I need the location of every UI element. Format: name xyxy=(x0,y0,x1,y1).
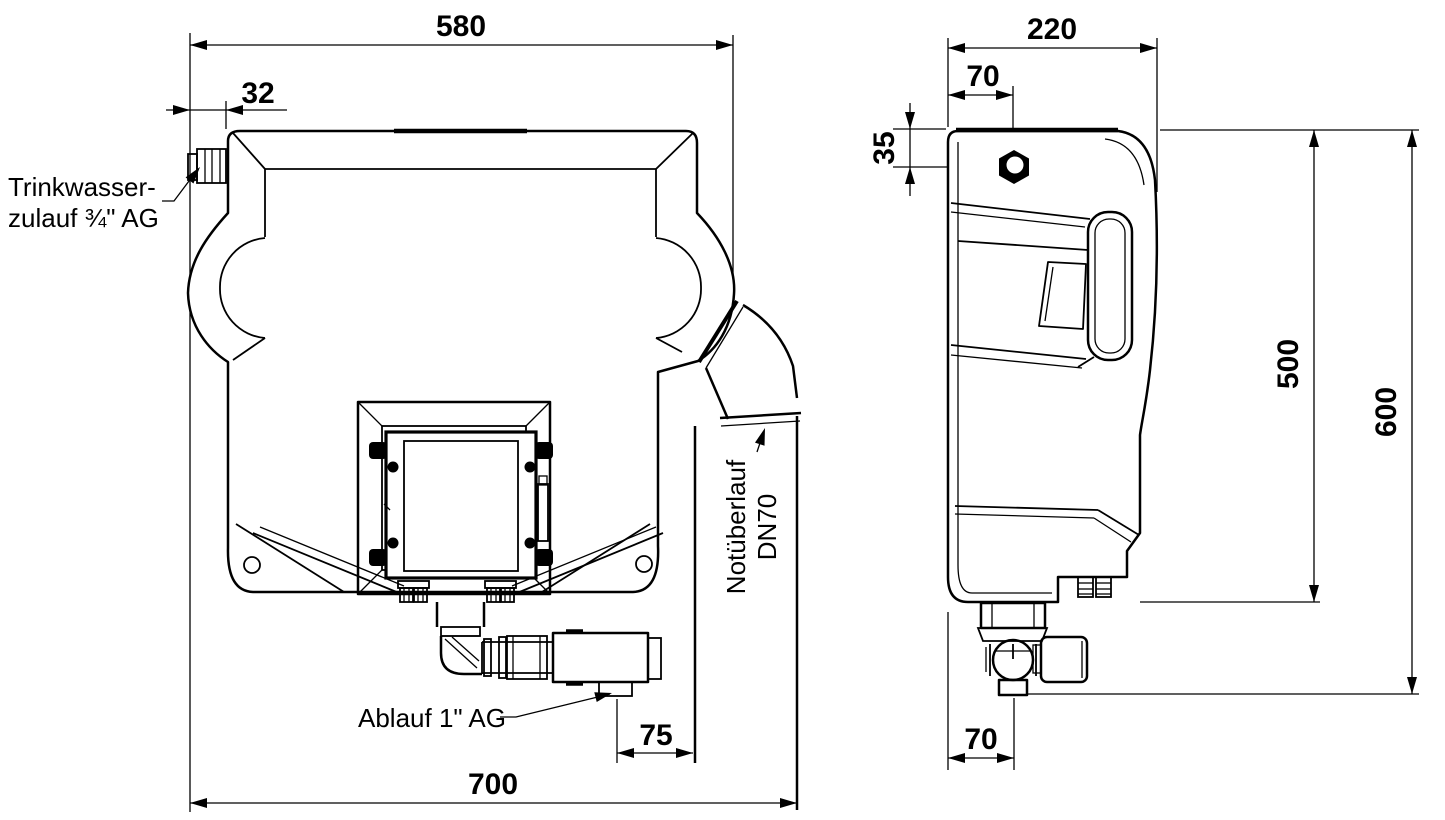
dim-body-height: 500 xyxy=(1272,339,1305,389)
dim-drain-offset: 75 xyxy=(639,719,672,752)
overflow-pipe xyxy=(693,299,802,810)
dim-valve-offset: 70 xyxy=(964,723,997,756)
dim-inlet-offset: 32 xyxy=(241,77,274,110)
front-view: 580 32 700 75 Trinkwasser- zulauf ¾" AG … xyxy=(8,10,802,812)
panel-bolts xyxy=(397,580,517,603)
side-view: 220 70 35 500 600 70 xyxy=(868,13,1419,770)
side-tank-outline xyxy=(946,129,1159,604)
mounting-bolt xyxy=(999,150,1029,184)
dim-depth: 220 xyxy=(1027,13,1077,46)
dim-top-width: 580 xyxy=(436,10,486,43)
overflow-label-line2: DN70 xyxy=(752,494,782,560)
side-valve-assembly xyxy=(976,601,1089,697)
drain-label: Ablauf 1" AG xyxy=(358,703,506,733)
side-tank-details xyxy=(950,127,1145,598)
front-tank-outline xyxy=(186,129,736,594)
drain-valve-assembly xyxy=(435,602,662,697)
front-dimensions: 580 32 700 75 xyxy=(166,10,797,808)
inlet-label-line1: Trinkwasser- xyxy=(8,172,156,202)
dim-total-height: 600 xyxy=(1370,387,1403,437)
inlet-label-line2: zulauf ¾" AG xyxy=(8,203,159,233)
dim-total-width: 700 xyxy=(468,768,518,801)
overflow-label: Notüberlauf DN70 xyxy=(721,459,782,594)
access-panel xyxy=(356,400,553,603)
front-extension-lines xyxy=(189,33,734,812)
dim-hole-offset-h: 70 xyxy=(966,60,999,93)
front-labels: Trinkwasser- zulauf ¾" AG Ablauf 1" AG N… xyxy=(8,163,782,733)
front-tank-details xyxy=(219,128,702,594)
side-dimensions: 220 70 35 500 600 70 xyxy=(868,13,1417,763)
bottom-plugs xyxy=(1077,576,1112,598)
dim-hole-offset-v: 35 xyxy=(868,131,901,164)
overflow-label-line1: Notüberlauf xyxy=(721,459,751,594)
